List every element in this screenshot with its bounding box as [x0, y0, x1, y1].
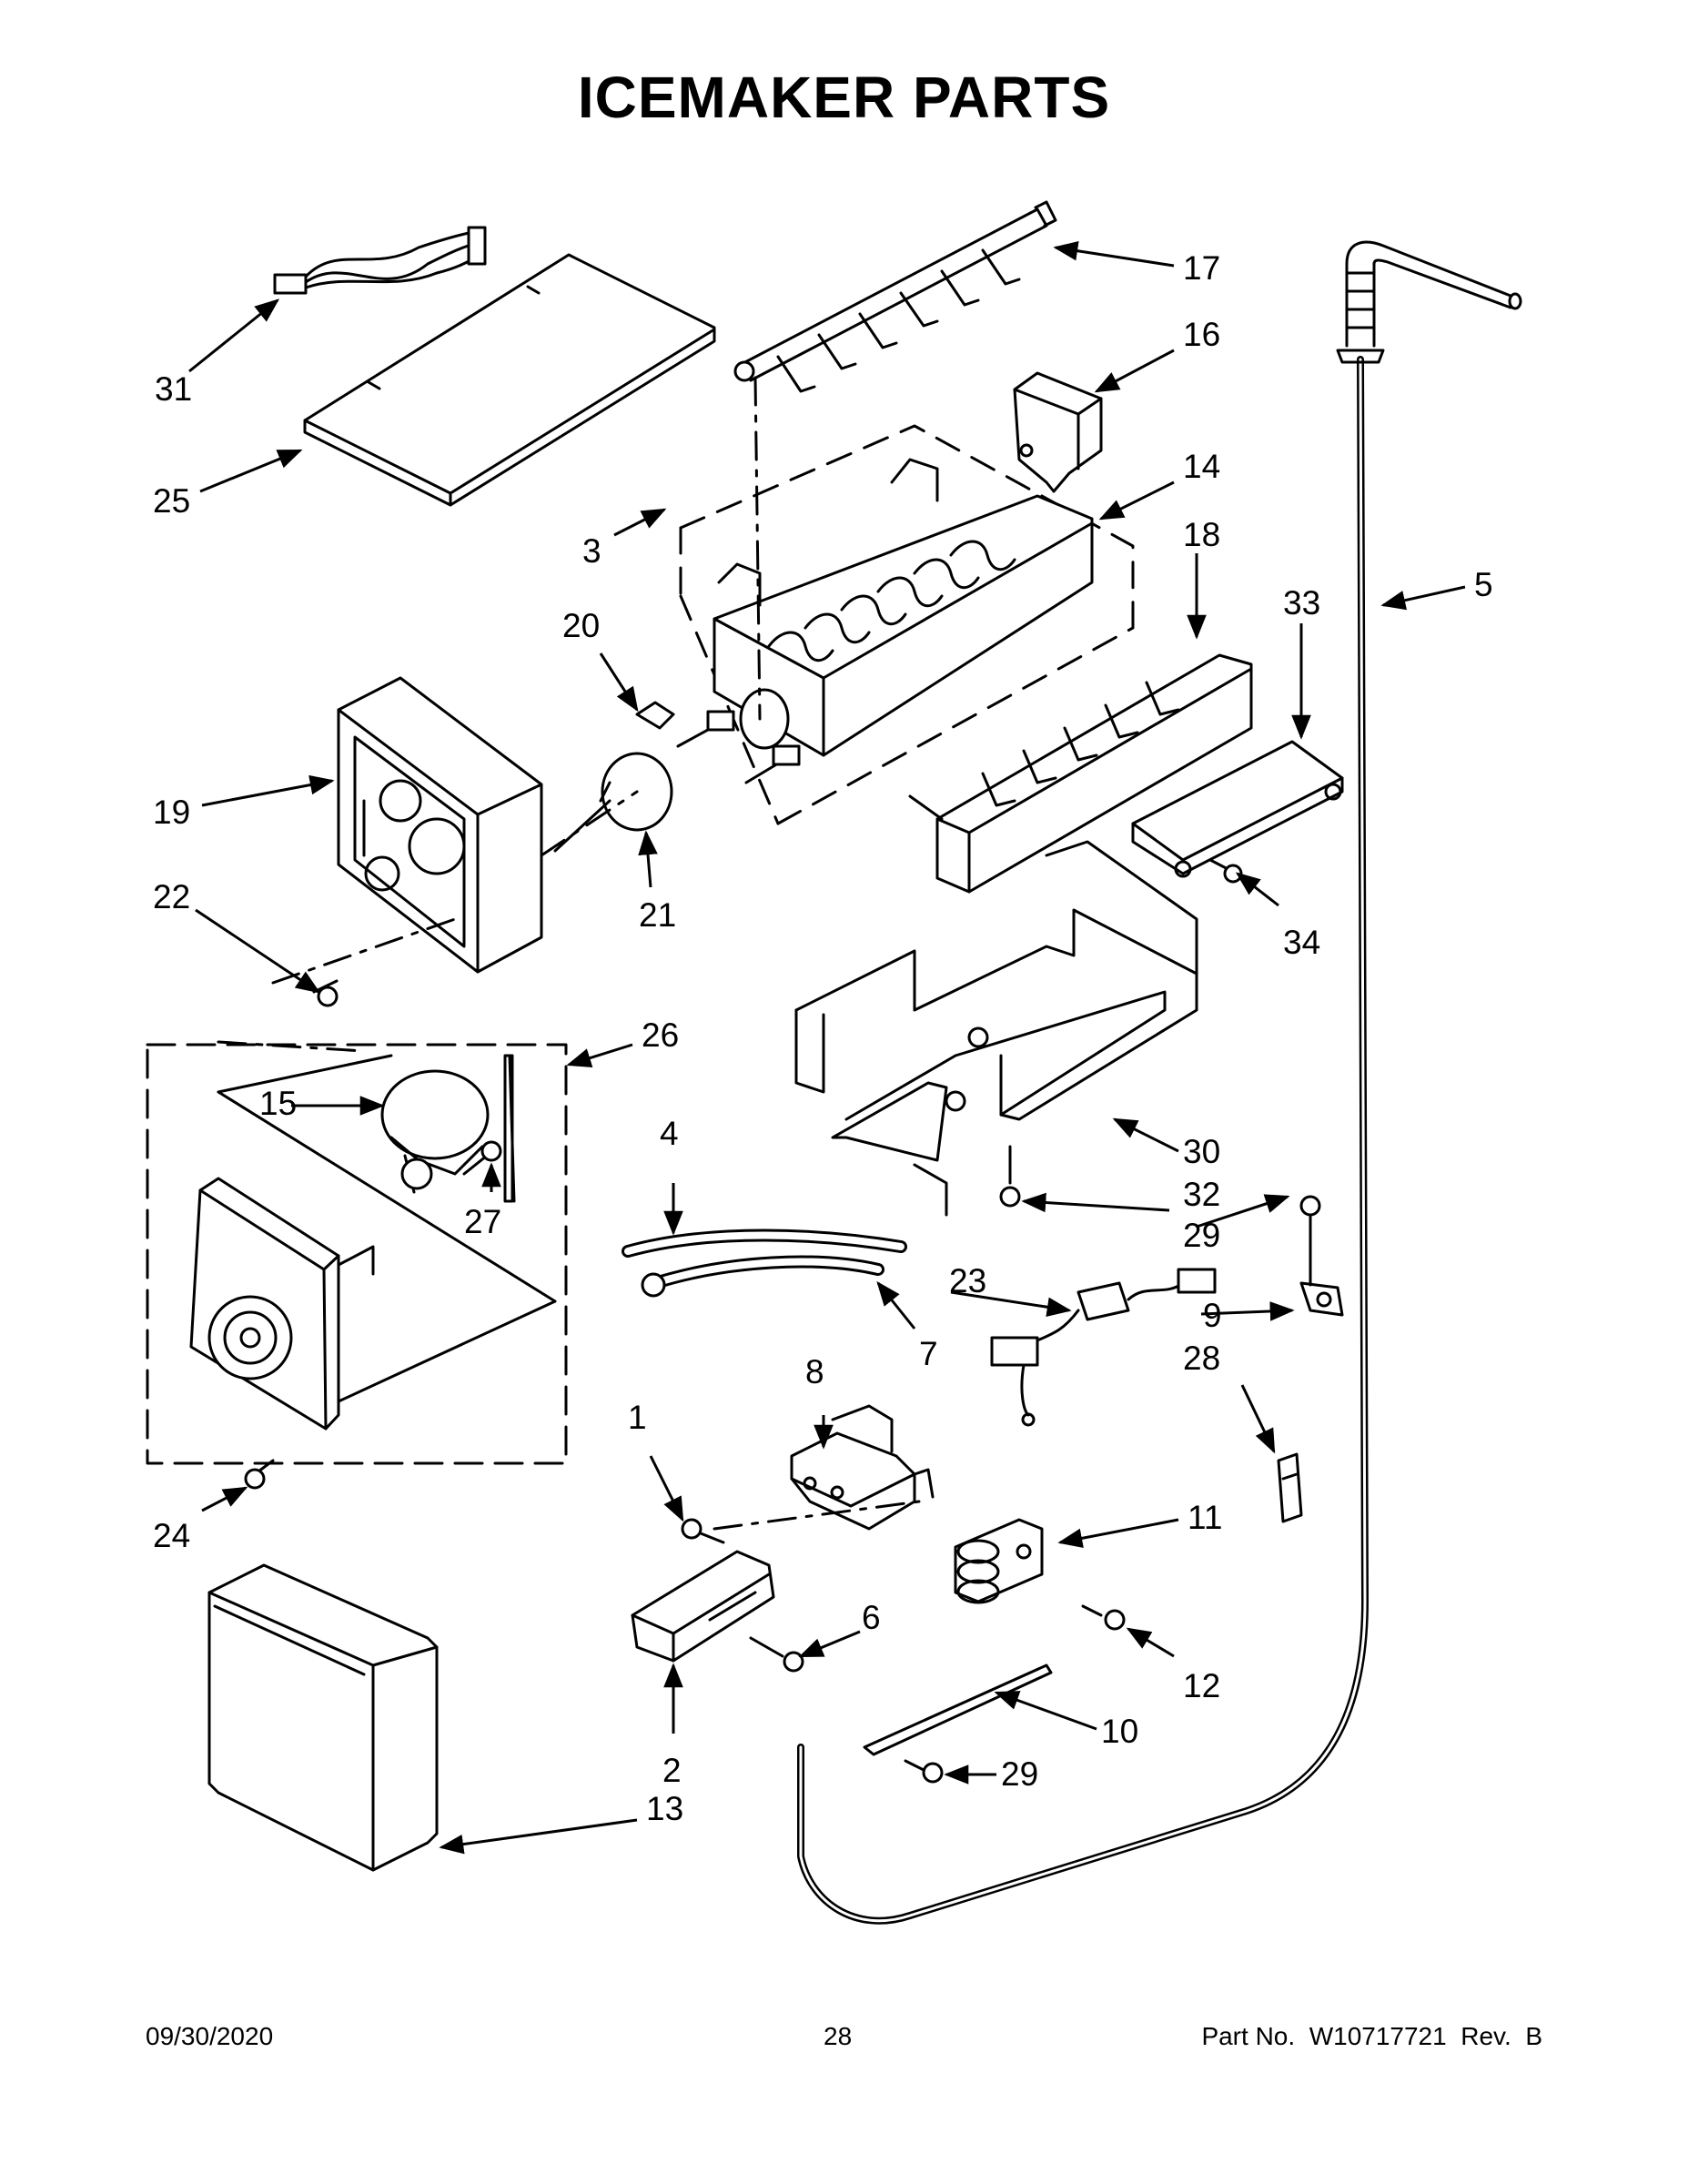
label-part-8: 8	[805, 1353, 824, 1390]
support-part-30	[794, 840, 1198, 1217]
label-part-13: 13	[646, 1790, 683, 1827]
screw-part-12	[1081, 1604, 1126, 1631]
page-title: ICEMAKER PARTS	[577, 65, 1111, 130]
mold-part-14	[679, 424, 1135, 825]
label-part-21: 21	[639, 896, 676, 934]
label-part-28: 28	[1183, 1340, 1220, 1377]
screw-part-29-upper	[1299, 1195, 1321, 1239]
label-part-7: 7	[919, 1335, 938, 1372]
screw-part-24	[244, 1459, 275, 1490]
label-part-3: 3	[582, 532, 601, 570]
screw-part-22	[312, 979, 339, 1007]
label-part-26: 26	[642, 1016, 679, 1054]
bracket-part-33	[1131, 740, 1344, 878]
label-part-5: 5	[1474, 566, 1493, 603]
bracket-part-2	[631, 1550, 775, 1663]
label-part-11: 11	[1188, 1499, 1222, 1536]
label-part-27: 27	[464, 1203, 501, 1240]
label-part-20: 20	[562, 607, 600, 644]
label-part-1: 1	[628, 1399, 647, 1436]
mold-shafts	[676, 710, 801, 784]
screw-part-1	[681, 1518, 725, 1544]
footer-date: 09/30/2020	[146, 2022, 274, 2050]
label-part-19: 19	[153, 794, 190, 831]
clip-part-20	[635, 701, 675, 730]
motor-part-15	[380, 1054, 516, 1203]
label-part-24: 24	[153, 1517, 190, 1554]
label-part-17: 17	[1183, 249, 1220, 287]
motor-plate	[189, 1177, 375, 1431]
cover-part-25	[303, 253, 716, 507]
ejector-part-17	[733, 200, 1057, 393]
motor-box-guidelines	[217, 1054, 557, 1403]
part-labels: 31 25 3 20 21 19 22 26 15 27 24 17 16 14…	[153, 249, 1493, 1827]
label-part-2: 2	[662, 1752, 682, 1789]
label-part-33: 33	[1283, 584, 1320, 622]
fill-cup-part-16	[1013, 371, 1103, 493]
wire-harness-part-31	[273, 226, 487, 295]
label-part-14: 14	[1183, 448, 1220, 485]
label-part-29-upper: 29	[1183, 1217, 1220, 1254]
water-tube-part-5	[797, 240, 1522, 1925]
label-part-16: 16	[1183, 316, 1220, 353]
screw-part-32	[999, 1145, 1021, 1208]
label-part-12: 12	[1183, 1667, 1220, 1704]
label-part-22: 22	[153, 878, 190, 915]
label-part-6: 6	[862, 1599, 881, 1636]
wire-harness-part-23	[990, 1268, 1217, 1427]
screw-part-29-lower	[904, 1759, 944, 1784]
heater-block-part-11	[954, 1518, 1044, 1604]
label-part-18: 18	[1183, 516, 1220, 553]
label-part-31: 31	[155, 370, 192, 408]
leader-lines	[188, 241, 1466, 1855]
label-part-4: 4	[660, 1115, 679, 1152]
footer-part-number: Part No. W10717721 Rev. B	[1201, 2022, 1542, 2050]
stripper-part-18	[908, 653, 1253, 894]
label-part-32: 32	[1183, 1176, 1220, 1213]
screw-part-34	[1208, 858, 1243, 884]
footer-page-number: 28	[824, 2022, 853, 2050]
label-part-29-lower: 29	[1001, 1755, 1038, 1793]
label-part-10: 10	[1101, 1713, 1138, 1750]
motor-assembly-box-part-26	[146, 1043, 568, 1465]
label-part-15: 15	[259, 1085, 297, 1122]
label-part-25: 25	[153, 482, 190, 520]
strip-part-10	[863, 1663, 1053, 1756]
tube-part-7	[641, 1255, 884, 1298]
thermostat-part-21	[553, 752, 673, 853]
label-part-9: 9	[1203, 1297, 1222, 1334]
tube-part-4	[622, 1228, 907, 1258]
label-part-34: 34	[1283, 924, 1320, 961]
screw-part-27	[462, 1140, 502, 1176]
clamp-part-9	[1299, 1227, 1344, 1317]
alignment-lines	[217, 376, 921, 1531]
label-part-30: 30	[1183, 1133, 1220, 1170]
housing-part-19	[337, 676, 543, 974]
screw-part-6	[749, 1636, 804, 1673]
label-part-23: 23	[949, 1262, 986, 1299]
cover-part-13	[207, 1563, 439, 1872]
clip-part-28	[1277, 1452, 1303, 1523]
